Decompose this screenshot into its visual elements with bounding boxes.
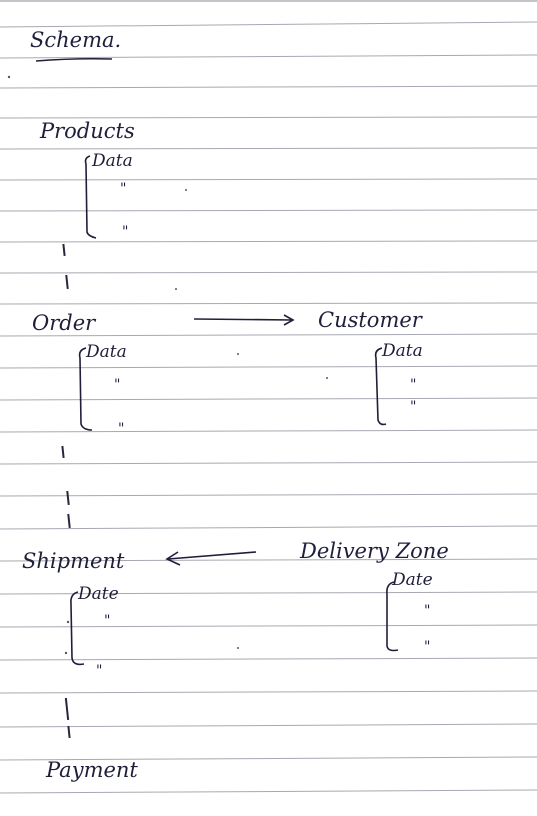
order-customer-arrow — [193, 314, 295, 326]
products-heading: Products — [40, 119, 135, 143]
order-heading: Order — [32, 311, 96, 335]
customer-field-1: Data — [382, 341, 423, 361]
order-field-1: Data — [86, 342, 127, 362]
page-title: Schema. — [30, 28, 122, 52]
order-field-3: " — [118, 421, 125, 437]
customer-field-2: " — [410, 377, 417, 393]
delivery-zone-field-2: " — [424, 603, 431, 619]
products-field-3: " — [122, 224, 129, 240]
title-underline — [35, 57, 113, 62]
delivery-zone-heading: Delivery Zone — [300, 539, 449, 563]
delivery-zone-field-3: " — [424, 639, 431, 655]
shipment-heading: Shipment — [22, 549, 125, 573]
customer-brace — [374, 347, 387, 426]
delivery-zone-field-1: Date — [392, 570, 433, 590]
customer-heading: Customer — [318, 308, 422, 332]
shipment-field-1: Date — [78, 584, 119, 604]
products-field-2: " — [120, 181, 127, 197]
payment-heading: Payment — [46, 758, 138, 782]
zone-shipment-arrow — [165, 551, 257, 566]
shipment-brace — [70, 591, 85, 666]
products-field-1: Data — [92, 151, 133, 171]
order-field-2: " — [114, 377, 121, 393]
delivery-zone-brace — [386, 581, 399, 652]
products-brace — [84, 155, 97, 239]
shipment-field-2: " — [104, 613, 111, 629]
customer-field-3: " — [410, 399, 417, 415]
order-brace — [78, 347, 93, 431]
shipment-field-3: " — [96, 663, 103, 679]
